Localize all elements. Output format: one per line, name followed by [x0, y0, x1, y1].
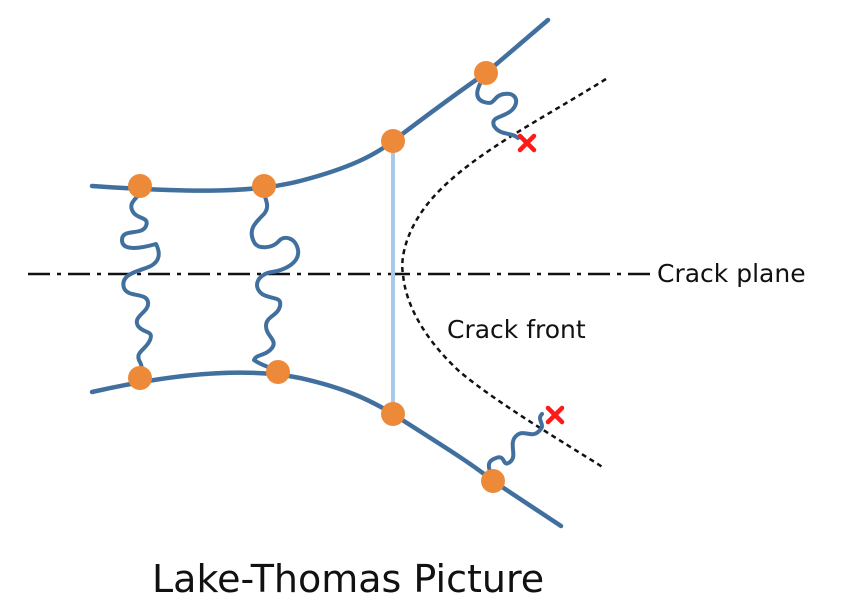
crosslink-node — [128, 174, 152, 198]
crosslink-node — [474, 61, 498, 85]
polymer-chain-middle — [249, 184, 301, 374]
crosslink-node — [128, 366, 152, 390]
diagram-title: Lake-Thomas Picture — [152, 557, 544, 601]
broken-chain-lower — [486, 412, 544, 483]
broken-bond-icon-upper — [517, 133, 537, 153]
crosslink-node — [252, 174, 276, 198]
lower-surface-line — [89, 370, 564, 529]
polymer-chain-left — [120, 184, 161, 380]
broken-chain-upper — [475, 71, 520, 140]
upper-surface-line — [89, 17, 551, 193]
broken-bond-icon-lower — [545, 405, 565, 425]
crosslink-node — [266, 360, 290, 384]
crack-plane-label: Crack plane — [657, 259, 806, 288]
crosslink-node — [381, 402, 405, 426]
crosslink-node — [481, 469, 505, 493]
crack-front-label: Crack front — [447, 315, 586, 344]
crosslink-node — [381, 129, 405, 153]
